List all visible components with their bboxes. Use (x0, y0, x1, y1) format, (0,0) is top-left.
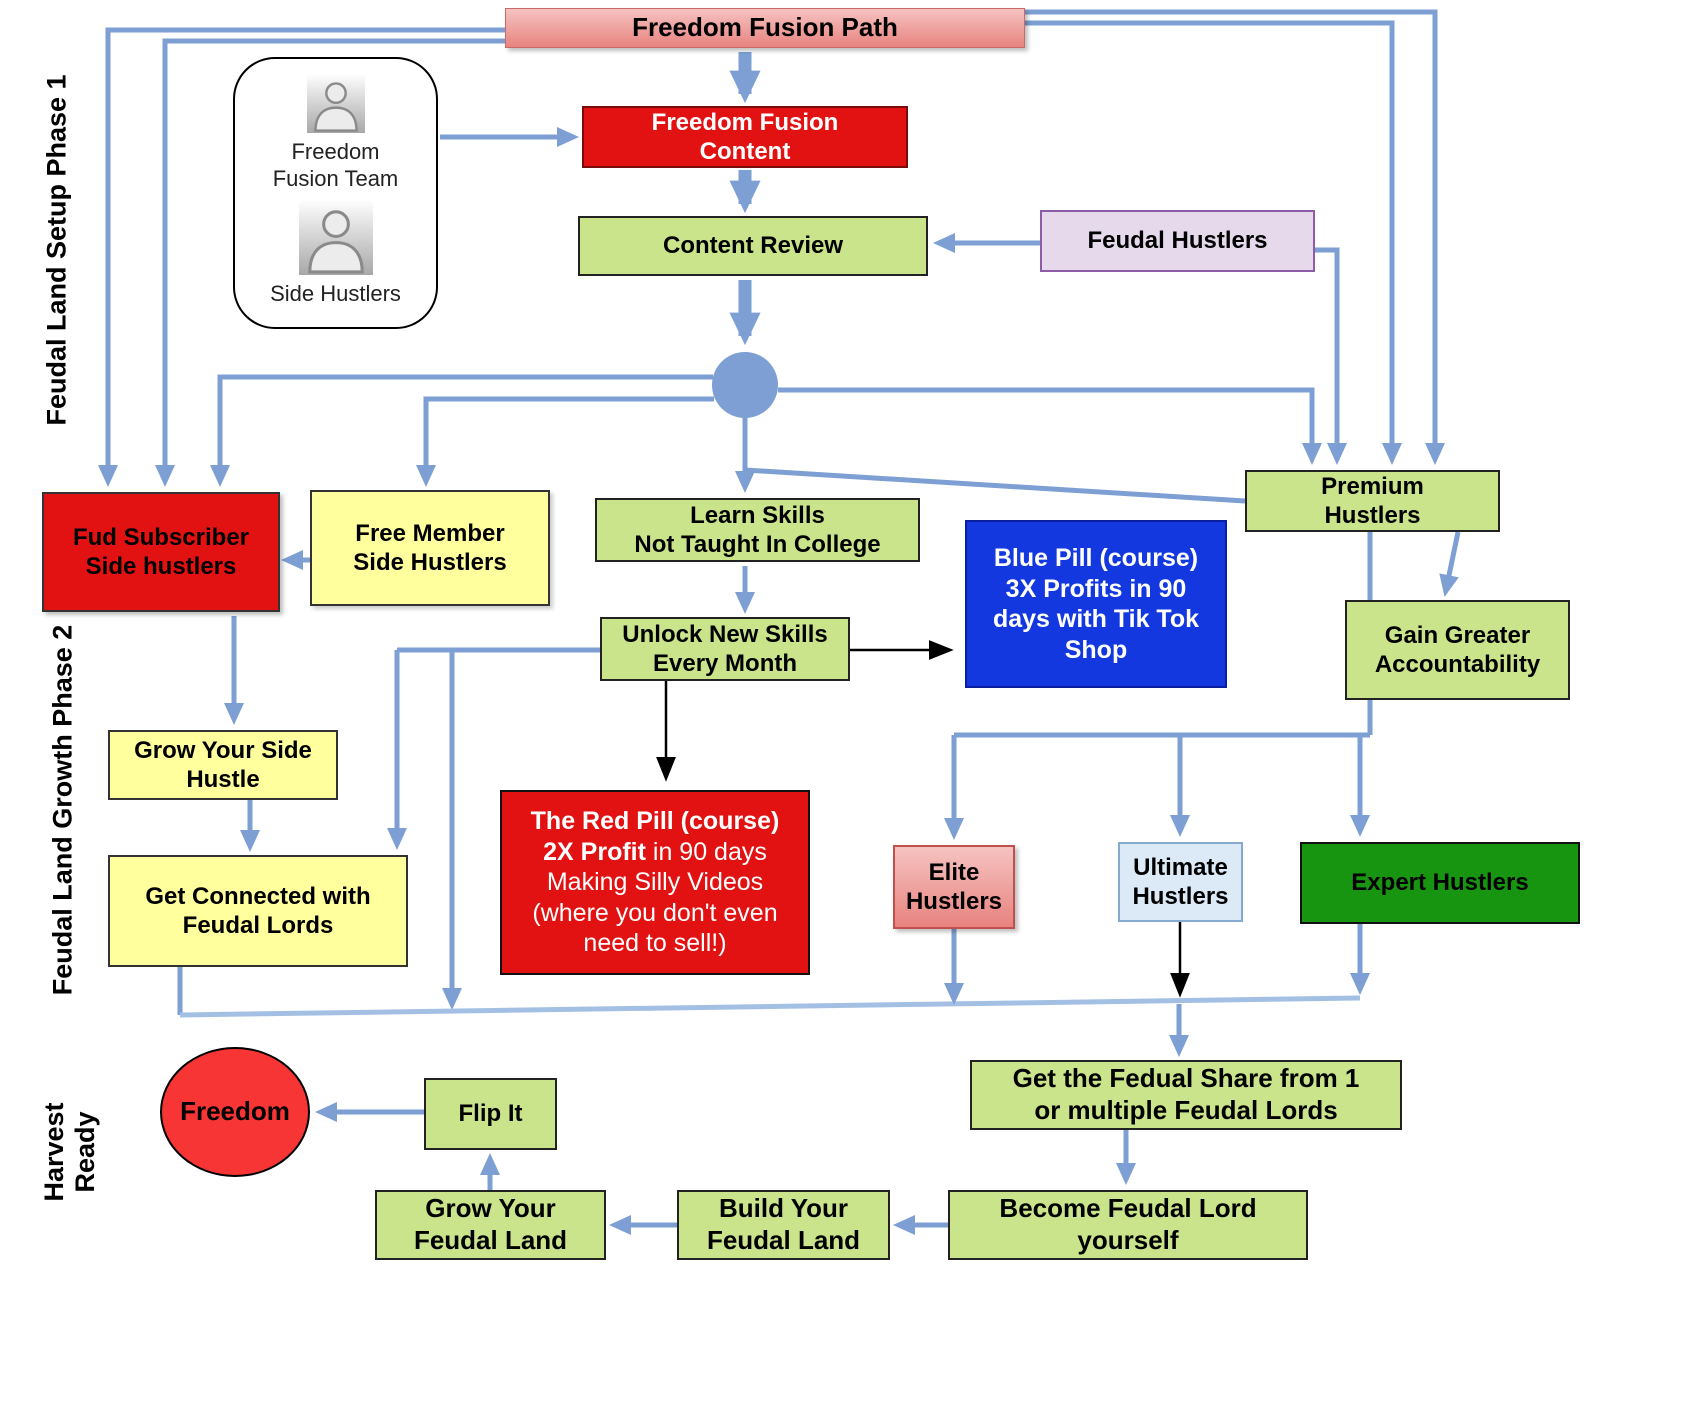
edge-connector-to-fud (210, 374, 713, 487)
node-freedom: Freedom (160, 1047, 310, 1177)
node-flip-it: Flip It (424, 1078, 557, 1150)
side-hustlers-label: Side Hustlers (270, 280, 401, 306)
edge-connector-to-premium-left (744, 467, 1246, 504)
edge-connector-to-free-member (416, 396, 714, 487)
node-get-feudal-share: Get the Fedual Share from 1 or multiple … (970, 1060, 1402, 1130)
red-pill-line: 2X Profit in 90 days (543, 837, 767, 866)
node-content-review: Content Review (578, 216, 928, 276)
team-member-label: Freedom Fusion Team (272, 139, 399, 191)
node-free-member: Free Member Side Hustlers (310, 490, 550, 606)
person-icon (306, 75, 365, 133)
edge-path-to-premium-2 (1025, 20, 1402, 465)
node-gain-accountability: Gain Greater Accountability (1345, 600, 1570, 700)
phase-label-growth: Feudal Land Growth Phase 2 (47, 624, 78, 996)
edge-premium-to-gain (1439, 531, 1461, 597)
person-icon (298, 200, 373, 275)
node-red-pill-course: The Red Pill (course) 2X Profit in 90 da… (500, 790, 810, 975)
edge-hustlers-to-premium (1315, 247, 1347, 465)
red-pill-line: need to sell!) (583, 929, 727, 958)
phase-label-setup: Feudal Land Setup Phase 1 (41, 74, 72, 426)
node-ultimate-hustlers: Ultimate Hustlers (1118, 842, 1243, 922)
edge-path-to-fud-1 (98, 27, 505, 487)
node-grow-side-hustle: Grow Your Side Hustle (108, 730, 338, 800)
node-feudal-hustlers: Feudal Hustlers (1040, 210, 1315, 272)
node-fud-subscriber: Fud Subscriber Side hustlers (42, 492, 280, 612)
node-freedom-fusion-path: Freedom Fusion Path (505, 8, 1025, 48)
edge-path-to-fud-2 (155, 38, 505, 487)
edge-collector-line (179, 995, 1361, 1018)
node-unlock-skills: Unlock New Skills Every Month (600, 617, 850, 681)
node-become-feudal-lord: Become Feudal Lord yourself (948, 1190, 1308, 1260)
node-elite-hustlers: Elite Hustlers (893, 845, 1015, 929)
phase-label-harvest: Harvest Ready (38, 1102, 100, 1202)
node-expert-hustlers: Expert Hustlers (1300, 842, 1580, 924)
node-grow-feudal-land: Grow Your Feudal Land (375, 1190, 606, 1260)
edge-path-to-premium-1 (1025, 9, 1445, 465)
node-blue-pill-course: Blue Pill (course) 3X Profits in 90 days… (965, 520, 1227, 688)
red-pill-line: (where you don't even (532, 898, 778, 927)
node-learn-skills: Learn Skills Not Taught In College (595, 498, 920, 562)
team-group-box: Freedom Fusion Team Side Hustlers (233, 57, 438, 329)
node-build-feudal-land: Build Your Feudal Land (677, 1190, 890, 1260)
merge-connector-circle (712, 352, 778, 418)
red-pill-line: The Red Pill (course) (530, 807, 780, 836)
node-freedom-fusion-content: Freedom Fusion Content (582, 106, 908, 168)
node-premium-hustlers: Premium Hustlers (1245, 470, 1500, 532)
red-pill-line: Making Silly Videos (546, 868, 764, 897)
node-get-connected: Get Connected with Feudal Lords (108, 855, 408, 967)
edge-connector-to-premium (778, 387, 1322, 465)
